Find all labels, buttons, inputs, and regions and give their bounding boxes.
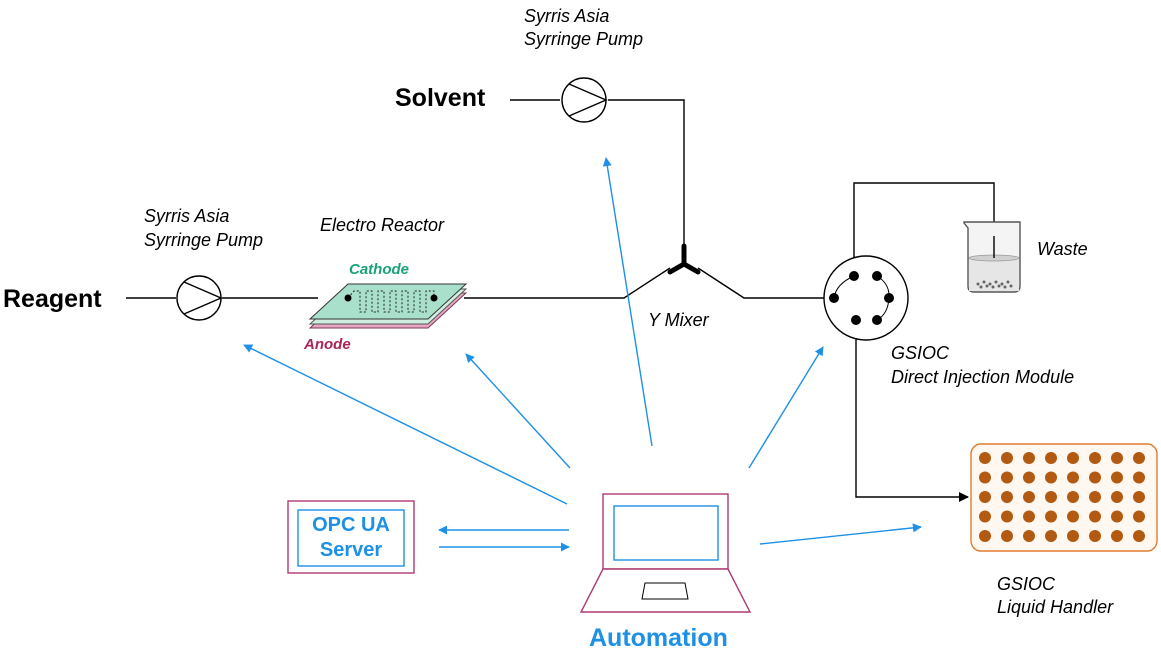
pump-top-label-line1: Syrris Asia [524, 6, 610, 26]
server-box-icon [287, 500, 415, 574]
pump-left-label-line1: Syrris Asia [144, 206, 230, 226]
well [1023, 510, 1035, 523]
well-plate-wells [979, 452, 1145, 542]
well [1089, 510, 1101, 523]
well [1023, 530, 1035, 542]
well [1045, 471, 1057, 484]
pump-left-label-line2: Syrringe Pump [144, 230, 264, 250]
well [1067, 491, 1079, 503]
valve-to-waste-line [853, 182, 995, 276]
well [1023, 471, 1035, 484]
well [1045, 491, 1057, 503]
well [1001, 452, 1013, 464]
beaker-icon [963, 221, 1021, 293]
well [1133, 530, 1145, 542]
solvent-label: Solvent [395, 84, 486, 112]
arrow-to-reactor [465, 353, 571, 469]
well [1089, 530, 1101, 542]
well [1045, 510, 1057, 523]
reagent-label: Reagent [3, 285, 102, 313]
injection-valve-icon [823, 255, 909, 341]
cathode-label: Cathode [349, 261, 409, 278]
well [1133, 452, 1145, 464]
y-mixer-label: Y Mixer [648, 310, 709, 330]
well [1023, 491, 1035, 503]
y-mixer-icon [667, 243, 701, 275]
well [1111, 452, 1123, 464]
well [1045, 452, 1057, 464]
arrow-to-valve [748, 346, 824, 469]
reactor-channel [347, 290, 435, 313]
well [1001, 510, 1013, 523]
reactor-to-mixer-line [464, 267, 671, 299]
well [1133, 510, 1145, 523]
pump-top-label-line2: Syrringe Pump [524, 29, 644, 49]
laptop-icon [579, 493, 752, 613]
well [1133, 491, 1145, 503]
well [1023, 452, 1035, 464]
well [979, 510, 991, 523]
well [1111, 530, 1123, 542]
well [979, 530, 991, 542]
gsioc-dim-label-line2: Direct Injection Module [891, 367, 1075, 387]
well [1089, 471, 1101, 484]
well [1089, 452, 1101, 464]
well [1067, 510, 1079, 523]
arrow-to-top-pump [602, 157, 653, 447]
tubing [126, 99, 995, 502]
well [1111, 471, 1123, 484]
well [1089, 491, 1101, 503]
syringe-pump-top-icon [561, 77, 608, 123]
well [979, 452, 991, 464]
opc-ua-label-line1: OPC UA [312, 514, 390, 536]
well [1111, 510, 1123, 523]
well [1001, 530, 1013, 542]
syringe-pump-left-icon [176, 275, 223, 321]
well-plate-icon [970, 443, 1158, 552]
well [1067, 452, 1079, 464]
well [979, 491, 991, 503]
well [1067, 530, 1079, 542]
well [979, 471, 991, 484]
well [1001, 471, 1013, 484]
solvent-to-mixer-line [608, 99, 685, 248]
valve-to-handler-line [855, 328, 969, 502]
gsioc-dim-label-line1: GSIOC [891, 343, 950, 363]
electro-reactor-label: Electro Reactor [320, 215, 445, 235]
well [1111, 491, 1123, 503]
electro-reactor-icon [308, 283, 468, 329]
well [1067, 471, 1079, 484]
waste-label: Waste [1037, 239, 1088, 259]
opc-ua-label-line2: Server [319, 539, 383, 561]
well [1001, 491, 1013, 503]
automation-arrows [243, 157, 922, 552]
anode-label: Anode [304, 336, 351, 353]
arrow-to-handler [759, 523, 922, 545]
well [1133, 471, 1145, 484]
automation-label: Automation [589, 624, 728, 652]
well [1045, 530, 1057, 542]
gsioc-lh-label-line1: GSIOC [997, 574, 1056, 594]
mixer-to-valve-line [697, 267, 824, 299]
arrow-to-left-pump [243, 344, 568, 505]
gsioc-lh-label-line2: Liquid Handler [997, 597, 1114, 617]
